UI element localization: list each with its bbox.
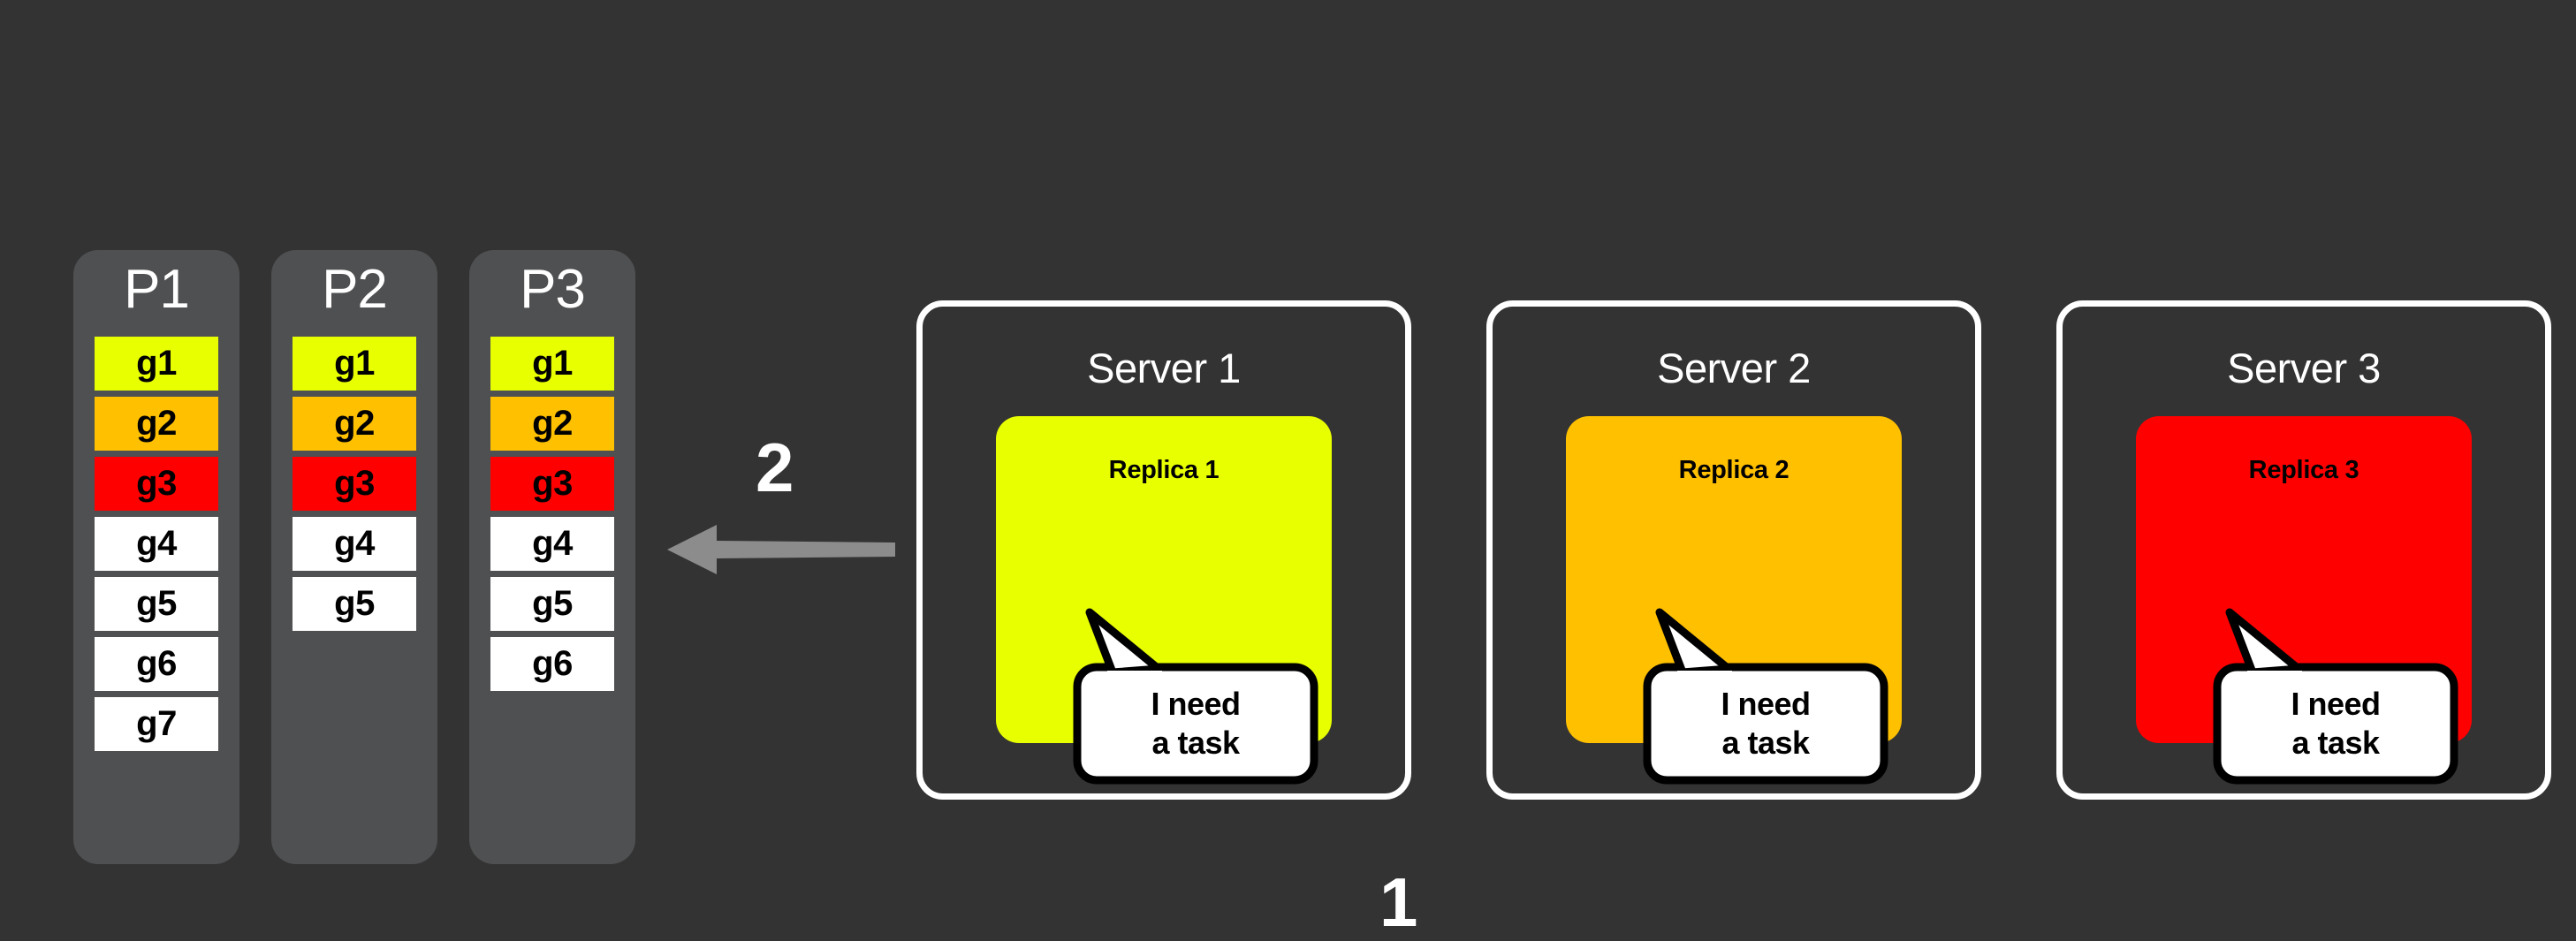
- bubble-line-2: a task: [2291, 725, 2380, 761]
- partition-cell: g2: [490, 396, 614, 451]
- partition-cell: g7: [95, 696, 218, 751]
- bubble-line-1: I need: [1151, 686, 1241, 723]
- server-label: Server 1: [1087, 345, 1241, 391]
- partition-cell: g5: [490, 576, 614, 631]
- partition-label: P1: [124, 259, 190, 320]
- partition-cell: g6: [95, 636, 218, 691]
- speech-bubble-shape: [2213, 608, 2458, 785]
- partition-cell: g3: [490, 456, 614, 511]
- partition-label: P2: [322, 259, 388, 320]
- bubble-line-2: a task: [1721, 725, 1810, 761]
- speech-bubble-shape: [1643, 608, 1888, 785]
- partition-cell: g3: [293, 456, 416, 511]
- replica-label: Replica 1: [1108, 456, 1220, 484]
- partition-cell: g2: [95, 396, 218, 451]
- left-arrow-icon: [667, 525, 895, 574]
- partition-cell: g3: [95, 456, 218, 511]
- bubble-line-1: I need: [2291, 686, 2381, 723]
- bubble-line-1: I need: [1721, 686, 1811, 723]
- replica-label: Replica 3: [2248, 456, 2359, 484]
- step-label-1: 1: [1379, 863, 1418, 941]
- flow-arrow-group: 2: [667, 433, 897, 583]
- partition-cell: g5: [293, 576, 416, 631]
- partition-cell: g1: [293, 336, 416, 391]
- partition-cell: g6: [490, 636, 614, 691]
- partition-cell: g4: [95, 516, 218, 571]
- bubble-line-2: a task: [1151, 725, 1240, 761]
- speech-bubble-shape: [1073, 608, 1318, 785]
- partition-cell: g4: [490, 516, 614, 571]
- partition-cell: g1: [490, 336, 614, 391]
- replica-label: Replica 2: [1678, 456, 1790, 484]
- partition-cell: g4: [293, 516, 416, 571]
- partition-label: P3: [520, 259, 586, 320]
- server-label: Server 3: [2227, 345, 2381, 391]
- server-label: Server 2: [1657, 345, 1811, 391]
- step-label-2: 2: [756, 429, 794, 506]
- partition-cell: g1: [95, 336, 218, 391]
- partition-cell: g5: [95, 576, 218, 631]
- partition-cell: g2: [293, 396, 416, 451]
